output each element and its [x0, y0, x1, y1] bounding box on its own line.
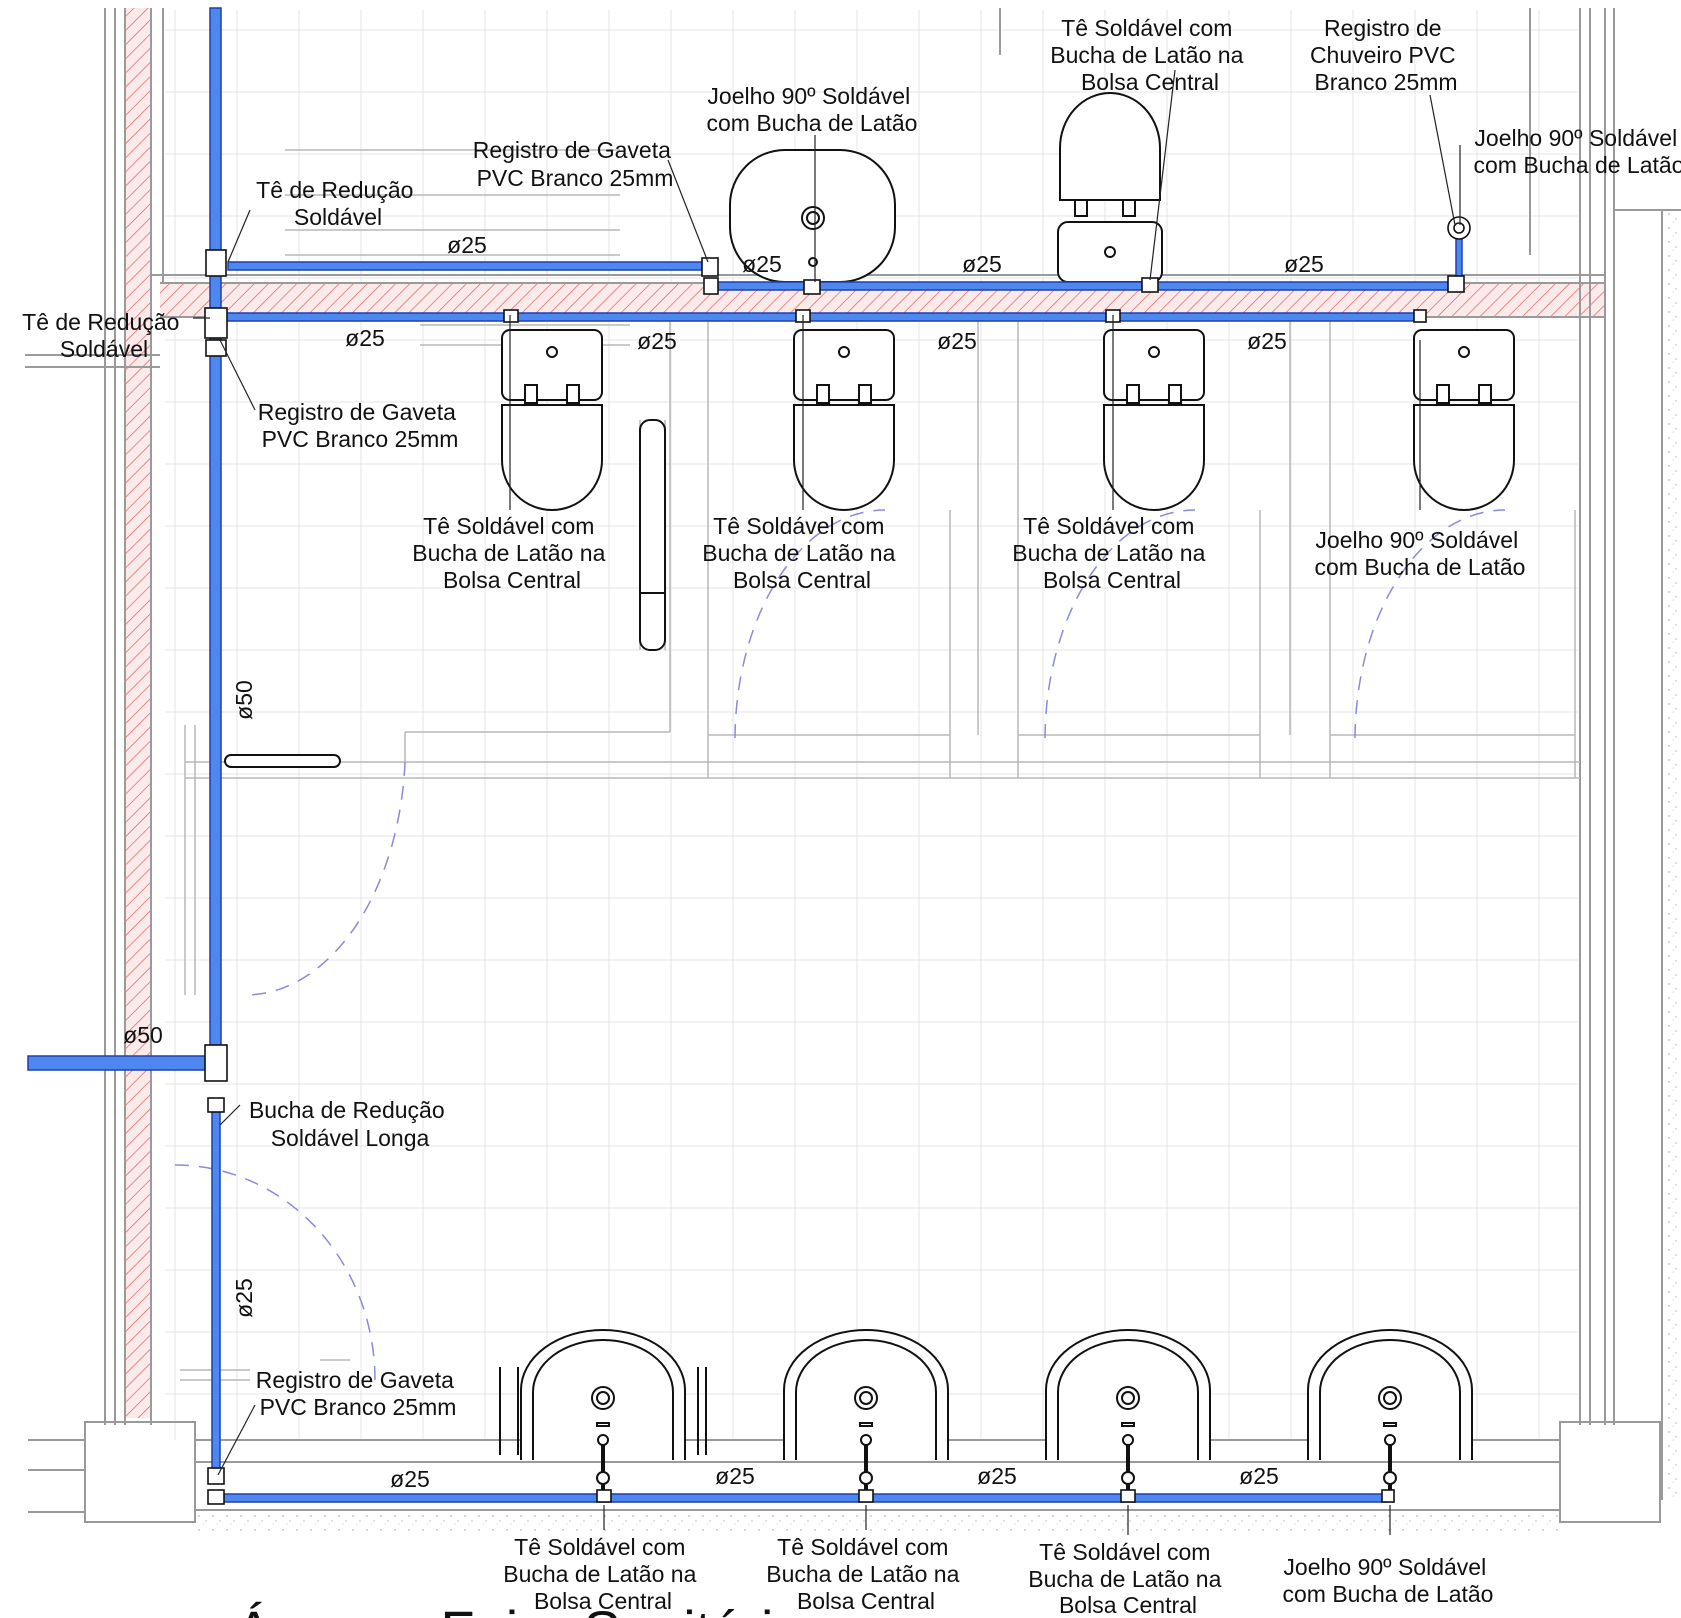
- label-te-reducao-top: Tê de Redução Soldável: [256, 177, 420, 230]
- dim-vertical-main: ø50: [231, 680, 257, 720]
- joelho-top-left: [703, 277, 719, 295]
- dim-top-branch: ø25: [447, 232, 487, 258]
- pipe-fittings: [204, 216, 1471, 1505]
- joelho-toilet-4: [1413, 309, 1427, 323]
- registro-chuveiro-stem: [1453, 222, 1465, 234]
- sink-4: [1307, 1329, 1473, 1495]
- label-registro-gaveta-left: Registro de Gaveta PVC Branco 25mm: [258, 399, 463, 452]
- label-registro-gaveta-top: Registro de Gaveta PVC Branco 25mm: [473, 137, 678, 191]
- diameter-labels: ø25 ø25 ø25 ø25 ø25 ø25 ø25 ø25 ø50 ø25 …: [123, 232, 1324, 1492]
- label-bucha-reducao: Bucha de Redução Soldável Longa: [249, 1097, 451, 1151]
- right-concrete: [1662, 210, 1681, 1500]
- registro-gaveta-bottom: [207, 1467, 225, 1485]
- dim-toilet-1: ø25: [345, 325, 385, 351]
- sink-3: [1045, 1329, 1211, 1495]
- dim-sink-3: ø25: [977, 1463, 1017, 1489]
- drawing-title: Área — Feira Sanitária: [235, 1599, 805, 1618]
- pipe-main-vertical: [209, 7, 222, 1054]
- cubicle-partitions: [180, 149, 1580, 1381]
- toilet-3: [1103, 329, 1205, 511]
- dim-top-3: ø25: [1284, 251, 1324, 277]
- toilet-4: [1413, 329, 1515, 511]
- pipe-inlet-horizontal: [27, 1055, 209, 1071]
- label-te-reducao-left: Tê de Redução Soldável: [22, 309, 186, 362]
- pipe-lower-vertical: [211, 1109, 221, 1471]
- sink-2: [783, 1329, 949, 1495]
- label-joelho-toilet-4: Joelho 90º Soldável com Bucha de Latão: [1315, 527, 1526, 580]
- label-te-toilet-1: Tê Soldável com Bucha de Latão na Bolsa …: [412, 513, 612, 593]
- dim-top-2: ø25: [962, 251, 1002, 277]
- dim-sink-4: ø25: [1239, 1463, 1279, 1489]
- left-wall-hatch: [125, 8, 151, 1418]
- dim-toilet-2: ø25: [637, 328, 677, 354]
- joelho-top-right: [1447, 275, 1465, 293]
- callout-labels: Tê Soldável com Bucha de Latão na Bolsa …: [22, 15, 1681, 1618]
- te-sink-1: [596, 1489, 612, 1503]
- sink-1: [520, 1329, 686, 1495]
- pipe-top-run: [711, 281, 1458, 291]
- dim-vertical-lower: ø25: [231, 1278, 257, 1318]
- pipe-toilet-run: [221, 312, 1423, 322]
- label-registro-gaveta-bottom: Registro de Gaveta PVC Branco 25mm: [256, 1367, 461, 1420]
- label-joelho-sink-4: Joelho 90º Soldável com Bucha de Latão: [1283, 1554, 1494, 1607]
- label-joelho-top-center: Joelho 90º Soldável com Bucha de Latão: [707, 83, 918, 136]
- fixtures: [501, 92, 1515, 1495]
- te-toilet-1: [503, 309, 519, 323]
- dim-main-horizontal: ø50: [123, 1022, 163, 1048]
- toilet-top: [1057, 92, 1163, 283]
- te-sink-3: [1120, 1489, 1136, 1503]
- label-te-sink-1: Tê Soldável com Bucha de Latão na Bolsa …: [503, 1534, 703, 1614]
- dim-sink-1: ø25: [390, 1466, 430, 1492]
- label-te-sink-3: Tê Soldável com Bucha de Latão na Bolsa …: [1028, 1539, 1228, 1618]
- dim-sink-2: ø25: [715, 1463, 755, 1489]
- door-swings: [174, 509, 1506, 1381]
- te-reducao-top: [205, 249, 227, 277]
- label-joelho-top-right: Joelho 90º Soldável com Bucha de Latão: [1474, 125, 1681, 178]
- pipe-sink-run: [221, 1493, 1388, 1503]
- te-reducao-left: [204, 307, 228, 339]
- te-sink-2: [858, 1489, 874, 1503]
- label-te-soldavel-top: Tê Soldável com Bucha de Latão na Bolsa …: [1050, 15, 1250, 95]
- dim-toilet-3: ø25: [937, 328, 977, 354]
- registro-gaveta-top: [701, 257, 719, 277]
- grab-bars: [224, 419, 707, 1455]
- te-main-inlet: [204, 1044, 228, 1082]
- te-soldavel-top: [1141, 277, 1159, 293]
- dim-top-1: ø25: [742, 251, 782, 277]
- dim-toilet-4: ø25: [1247, 328, 1287, 354]
- registro-gaveta-left: [205, 339, 227, 357]
- joelho-bottom-left: [207, 1489, 225, 1505]
- label-te-toilet-2: Tê Soldável com Bucha de Latão na Bolsa …: [702, 513, 902, 593]
- toilet-1: [501, 329, 603, 511]
- toilet-2: [793, 329, 895, 511]
- bottom-concrete: [195, 1510, 1560, 1532]
- label-te-toilet-3: Tê Soldável com Bucha de Latão na Bolsa …: [1012, 513, 1212, 593]
- label-te-sink-2: Tê Soldável com Bucha de Latão na Bolsa …: [766, 1534, 966, 1614]
- bucha-reducao: [207, 1097, 225, 1113]
- joelho-top-center: [803, 279, 821, 295]
- joelho-sink-4: [1381, 1489, 1395, 1503]
- leader-lines: [193, 69, 1461, 1535]
- pipe-top-branch: [227, 261, 704, 271]
- label-registro-chuveiro: Registro de Chuveiro PVC Branco 25mm: [1310, 15, 1462, 95]
